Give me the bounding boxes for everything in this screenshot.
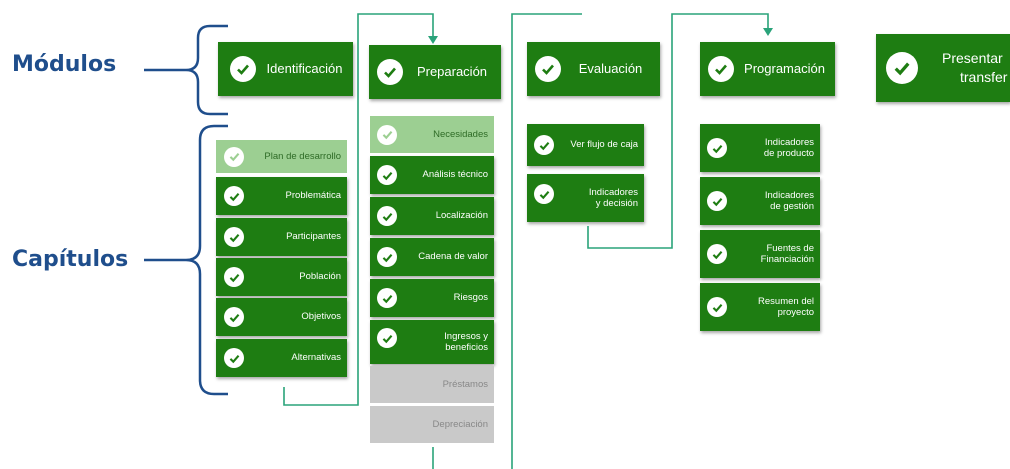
chapter-label: Problemática [285,190,341,202]
check-icon [224,348,244,368]
check-icon [377,247,397,267]
chapter-alternativas[interactable]: Alternativas [216,339,347,377]
check-icon [224,186,244,206]
chapter-indicadores-de-gestion[interactable]: Indicadores de gestión [700,177,820,225]
check-icon [224,307,244,327]
chapter-problematica[interactable]: Problemática [216,177,347,215]
chapter-label: Indicadores de producto [763,136,814,159]
chapter-ingresos-y-beneficios[interactable]: Ingresos y beneficios [370,320,494,364]
chapter-label: Ver flujo de caja [570,139,638,151]
module-identificacion[interactable]: Identificación [218,42,353,96]
module-evaluacion[interactable]: Evaluación [527,42,660,96]
chapter-label: Indicadores y decisión [588,186,638,209]
chapter-label: Cadena de valor [418,251,488,263]
modules-label: Módulos [12,52,117,77]
module-programacion[interactable]: Programación [700,42,835,96]
check-icon [534,135,554,155]
chapter-localizacion[interactable]: Localización [370,197,494,235]
chapter-necesidades[interactable]: Necesidades [370,116,494,153]
check-icon [224,267,244,287]
chapter-plan-de-desarrollo[interactable]: Plan de desarrollo [216,140,347,173]
chapter-objetivos[interactable]: Objetivos [216,298,347,336]
chapter-cadena-de-valor[interactable]: Cadena de valor [370,238,494,276]
chapter-riesgos[interactable]: Riesgos [370,279,494,317]
check-icon [224,227,244,247]
check-icon [708,56,734,82]
chapter-ver-flujo-de-caja[interactable]: Ver flujo de caja [527,124,644,166]
check-icon [707,138,727,158]
module-preparacion[interactable]: Preparación [369,45,501,99]
module-title: Preparación [416,64,488,80]
check-icon [707,191,727,211]
chapter-depreciacion[interactable]: Depreciación [370,406,494,443]
check-icon [707,297,727,317]
check-icon [534,184,554,204]
chapter-poblacion[interactable]: Población [216,258,347,296]
check-icon [535,56,561,82]
check-icon [377,124,397,145]
check-icon [377,206,397,226]
chapter-label: Localización [435,210,488,222]
chapter-analisis-tecnico[interactable]: Análisis técnico [370,156,494,194]
chapter-label: Ingresos y beneficios [444,330,488,353]
chapter-prestamos[interactable]: Préstamos [370,366,494,403]
check-icon [707,244,727,264]
chapter-label: Fuentes de Financiación [760,242,814,265]
chapter-indicadores-y-decision[interactable]: Indicadores y decisión [527,174,644,222]
chapters-brace [144,124,228,396]
module-title: Programación [744,61,825,77]
chapter-label: Objetivos [301,311,341,323]
module-title: Identificación [266,61,343,77]
chapter-label: Riesgos [453,292,488,304]
chapter-label: Alternativas [291,352,341,364]
check-icon [886,52,918,84]
modules-brace [144,24,228,116]
check-icon [377,288,397,308]
chapter-label: Participantes [286,231,341,243]
chapter-label: Análisis técnico [422,169,488,181]
chapter-label: Población [299,271,341,283]
module-title-line2: transfer [960,69,1008,85]
chapter-participantes[interactable]: Participantes [216,218,347,256]
check-icon [230,56,256,82]
chapter-label: Plan de desarrollo [264,150,341,162]
chapter-label: Préstamos [442,378,488,390]
check-icon [224,146,244,167]
check-icon [377,328,397,348]
check-icon [377,165,397,185]
chapter-resumen-del-proyecto[interactable]: Resumen del proyecto [700,283,820,331]
module-title: Presentar [942,50,1003,67]
chapter-label: Depreciación [432,418,488,430]
module-presentar[interactable]: Presentar transfer [876,34,1010,102]
chapters-label: Capítulos [12,247,129,272]
chapter-label: Indicadores de gestión [764,189,814,212]
module-title: Evaluación [578,61,643,77]
chapter-label: Resumen del proyecto [758,295,814,318]
chapter-indicadores-de-producto[interactable]: Indicadores de producto [700,124,820,172]
chapter-fuentes-de-financiacion[interactable]: Fuentes de Financiación [700,230,820,278]
check-icon [377,59,403,85]
chapter-label: Necesidades [433,128,488,140]
